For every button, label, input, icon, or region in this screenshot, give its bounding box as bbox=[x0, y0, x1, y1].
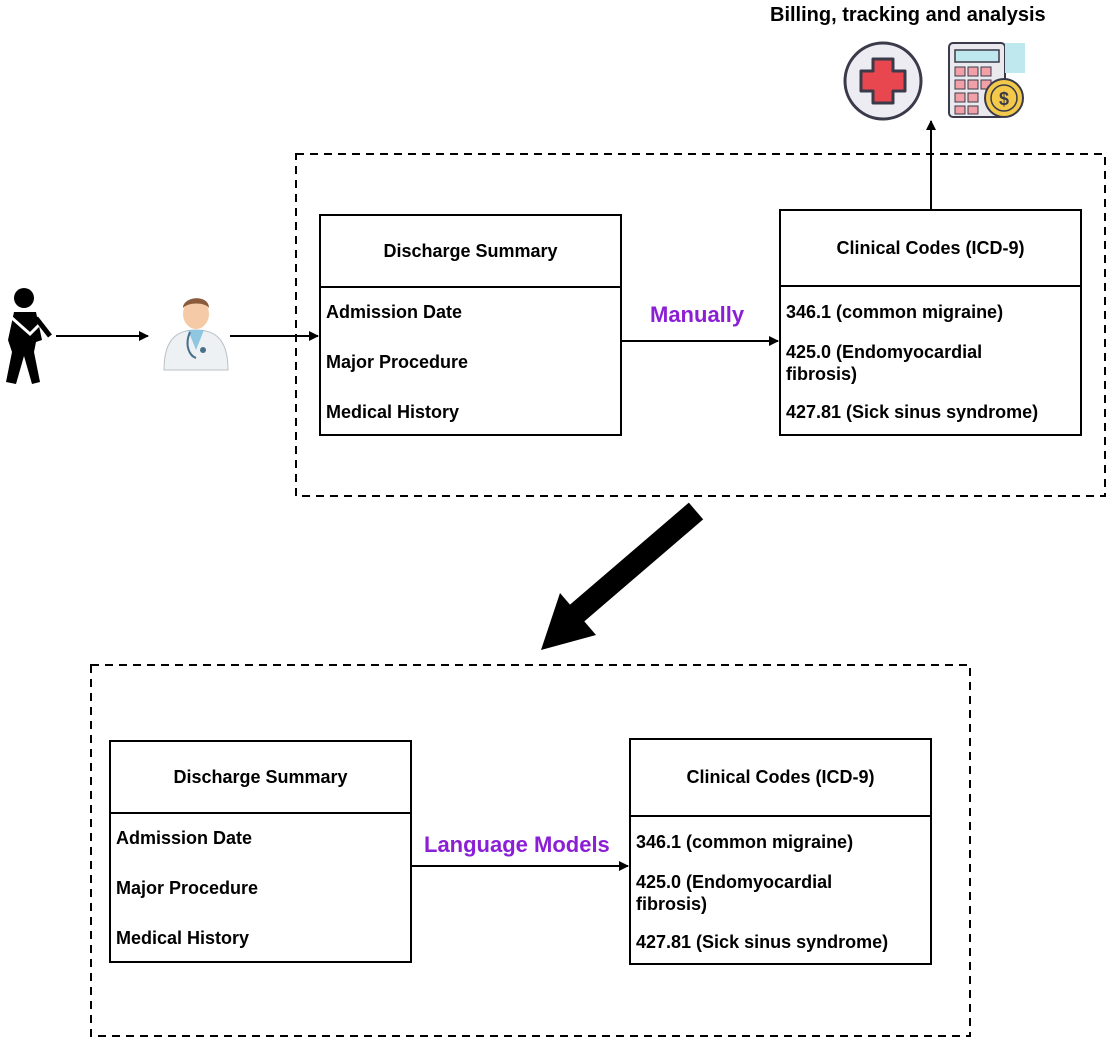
code-item-346-1: 346.1 (common migraine) bbox=[786, 302, 1004, 322]
summary-item-medical-history: Medical History bbox=[116, 928, 250, 948]
discharge-summary-box-lm: Discharge Summary Admission Date Major P… bbox=[109, 740, 412, 963]
billing-calculator-icon: $ bbox=[948, 42, 1025, 118]
medical-cross-icon bbox=[843, 41, 923, 121]
transition-arrow bbox=[541, 502, 704, 650]
svg-text:$: $ bbox=[999, 89, 1009, 109]
doctor-icon bbox=[163, 298, 229, 371]
summary-item-major-procedure: Major Procedure bbox=[326, 352, 469, 372]
discharge-summary-box-manual: Discharge Summary Admission Date Major P… bbox=[319, 214, 622, 436]
manual-coding-frame bbox=[295, 153, 1106, 497]
code-item-425-0: 425.0 (Endomyocardial fibrosis) bbox=[636, 872, 833, 914]
clinical-codes-title: Clinical Codes (ICD-9) bbox=[781, 211, 1080, 287]
discharge-summary-title: Discharge Summary bbox=[111, 742, 410, 814]
code-item-425-0: 425.0 (Endomyocardial fibrosis) bbox=[786, 342, 983, 384]
manually-label: Manually bbox=[650, 302, 745, 327]
code-item-346-1: 346.1 (common migraine) bbox=[636, 832, 854, 852]
injured-patient-icon bbox=[6, 288, 52, 384]
clinical-codes-box-manual: Clinical Codes (ICD-9) 346.1 (common mig… bbox=[779, 209, 1082, 436]
summary-item-admission-date: Admission Date bbox=[326, 302, 463, 322]
clinical-codes-box-lm: Clinical Codes (ICD-9) 346.1 (common mig… bbox=[629, 738, 932, 965]
discharge-summary-title: Discharge Summary bbox=[321, 216, 620, 288]
automated-coding-frame bbox=[90, 664, 971, 1037]
clinical-codes-title: Clinical Codes (ICD-9) bbox=[631, 740, 930, 817]
summary-item-admission-date: Admission Date bbox=[116, 828, 253, 848]
summary-item-major-procedure: Major Procedure bbox=[116, 878, 259, 898]
language-models-label: Language Models bbox=[424, 832, 610, 857]
code-item-427-81: 427.81 (Sick sinus syndrome) bbox=[636, 932, 889, 952]
code-item-427-81: 427.81 (Sick sinus syndrome) bbox=[786, 402, 1039, 422]
summary-item-medical-history: Medical History bbox=[326, 402, 460, 422]
billing-title: Billing, tracking and analysis bbox=[770, 4, 1046, 26]
